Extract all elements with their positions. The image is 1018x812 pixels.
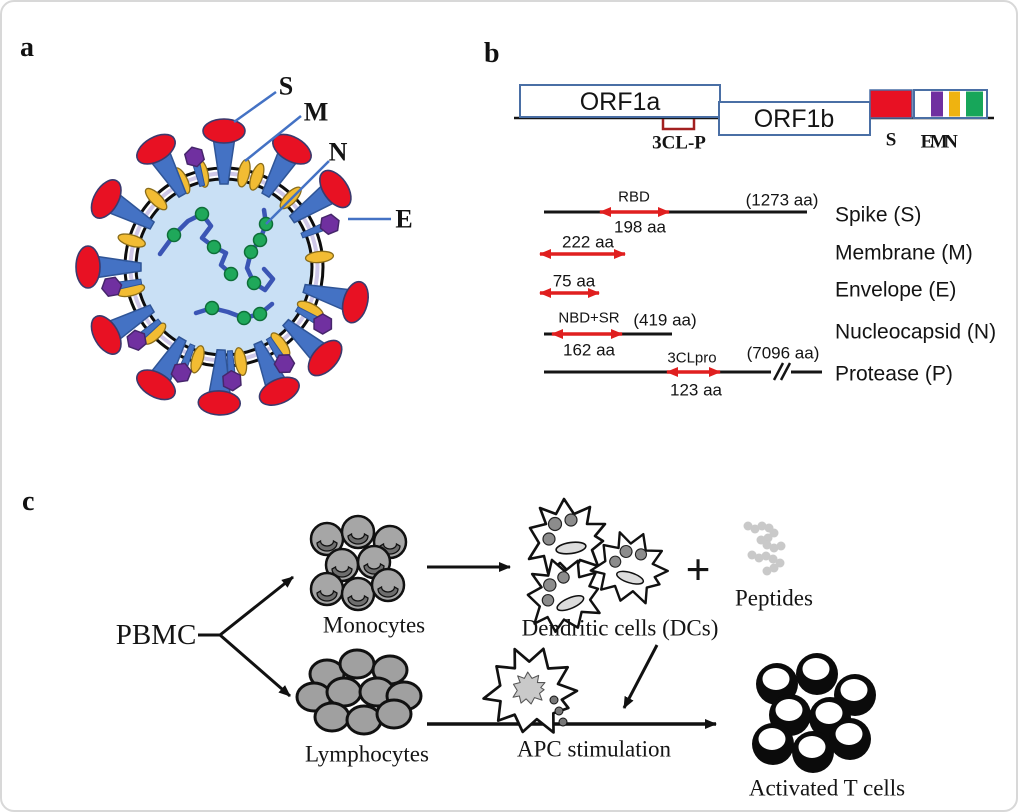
s-gene-box — [869, 89, 913, 119]
cleavage-bracket — [661, 119, 696, 131]
panel-c-letter: c — [22, 486, 35, 517]
virion-diagram: S M N E — [75, 72, 413, 417]
protease-name: Protease (P) — [835, 363, 953, 386]
orf1b-box: ORF1b — [718, 101, 871, 136]
envelope-name: Envelope (E) — [835, 279, 956, 302]
lymphocytes-label: Lymphocytes — [305, 742, 429, 767]
lymphocytes-cluster — [295, 648, 423, 736]
protein-row-spike: RBD (1273 aa) 198 aa Spike (S) — [544, 189, 921, 237]
spike-fragment-label: 198 aa — [614, 218, 667, 237]
cleavage-label: 3CL-P — [652, 133, 706, 154]
spike-length-label: (1273 aa) — [746, 191, 819, 210]
activated-t-cells-cluster — [752, 653, 876, 773]
protein-row-protease: 3CLpro (7096 aa) 123 aa Protease (P) — [544, 344, 953, 400]
panel-b-letter: b — [484, 38, 500, 69]
protease-length-label: (7096 aa) — [747, 344, 820, 363]
nucleocapsid-dots — [166, 206, 274, 326]
label-leader-lines — [233, 90, 391, 225]
monocytes-label: Monocytes — [323, 613, 425, 638]
apc-cell — [476, 634, 588, 746]
panel-a-letter: a — [20, 32, 34, 63]
orf1a-box: ORF1a — [519, 84, 721, 118]
membrane-fragment-label: 222 aa — [562, 233, 615, 252]
nucleocapsid-fragment-label: 162 aa — [563, 341, 616, 360]
envelope-fragment-label: 75 aa — [553, 272, 596, 291]
e-gene-segment — [931, 91, 943, 117]
e-gene-label: E — [921, 132, 934, 153]
nucleocapsid-label: N — [329, 138, 348, 167]
plus-sign: + — [685, 546, 710, 595]
protein-row-membrane: 222 aa Membrane (M) — [539, 233, 973, 265]
activated-t-cells-label: Activated T cells — [749, 776, 905, 801]
peptides-beads — [743, 521, 786, 576]
pbmc-branch-arrows — [198, 575, 294, 698]
envelope-label: E — [395, 205, 412, 234]
peptides-label: Peptides — [735, 586, 813, 611]
spike-name: Spike (S) — [835, 204, 921, 227]
nucleocapsid-length-label: (419 aa) — [633, 311, 696, 330]
nbd-domain-label: NBD+SR — [558, 310, 619, 327]
svg-text:ORF1a: ORF1a — [580, 88, 661, 116]
protein-row-nucleocapsid: NBD+SR (419 aa) 162 aa Nucleocapsid (N) — [544, 310, 996, 360]
pbmc-label: PBMC — [116, 619, 197, 651]
membrane-label: M — [304, 98, 329, 127]
spike-label: S — [279, 72, 293, 101]
dc-to-stimulation-arrow — [622, 644, 659, 709]
n-gene-segment — [966, 91, 983, 117]
membrane-name: Membrane (M) — [835, 242, 973, 265]
protease-fragment-label: 123 aa — [670, 381, 723, 400]
dendritic-cells-label: Dendritic cells (DCs) — [522, 616, 719, 641]
rbd-domain-label: RBD — [618, 189, 650, 206]
m-gene-label: M — [930, 132, 948, 153]
workflow-diagram: PBMC Monocytes Dendritic cells (DCs) + — [116, 454, 905, 801]
apc-stimulation-label: APC stimulation — [517, 737, 671, 762]
s-gene-label: S — [886, 130, 897, 151]
3clpro-domain-label: 3CLpro — [667, 350, 716, 367]
genome-map: ORF1a ORF1b 3CL-P S E M N RBD (1273 aa) … — [514, 84, 996, 400]
svg-text:ORF1b: ORF1b — [754, 105, 835, 133]
emn-gene-box — [913, 89, 988, 119]
m-gene-segment — [949, 91, 960, 117]
n-gene-label: N — [944, 132, 958, 153]
nucleocapsid-name: Nucleocapsid (N) — [835, 321, 996, 344]
monocytes-cluster — [309, 514, 408, 612]
protein-row-envelope: 75 aa Envelope (E) — [539, 272, 956, 302]
